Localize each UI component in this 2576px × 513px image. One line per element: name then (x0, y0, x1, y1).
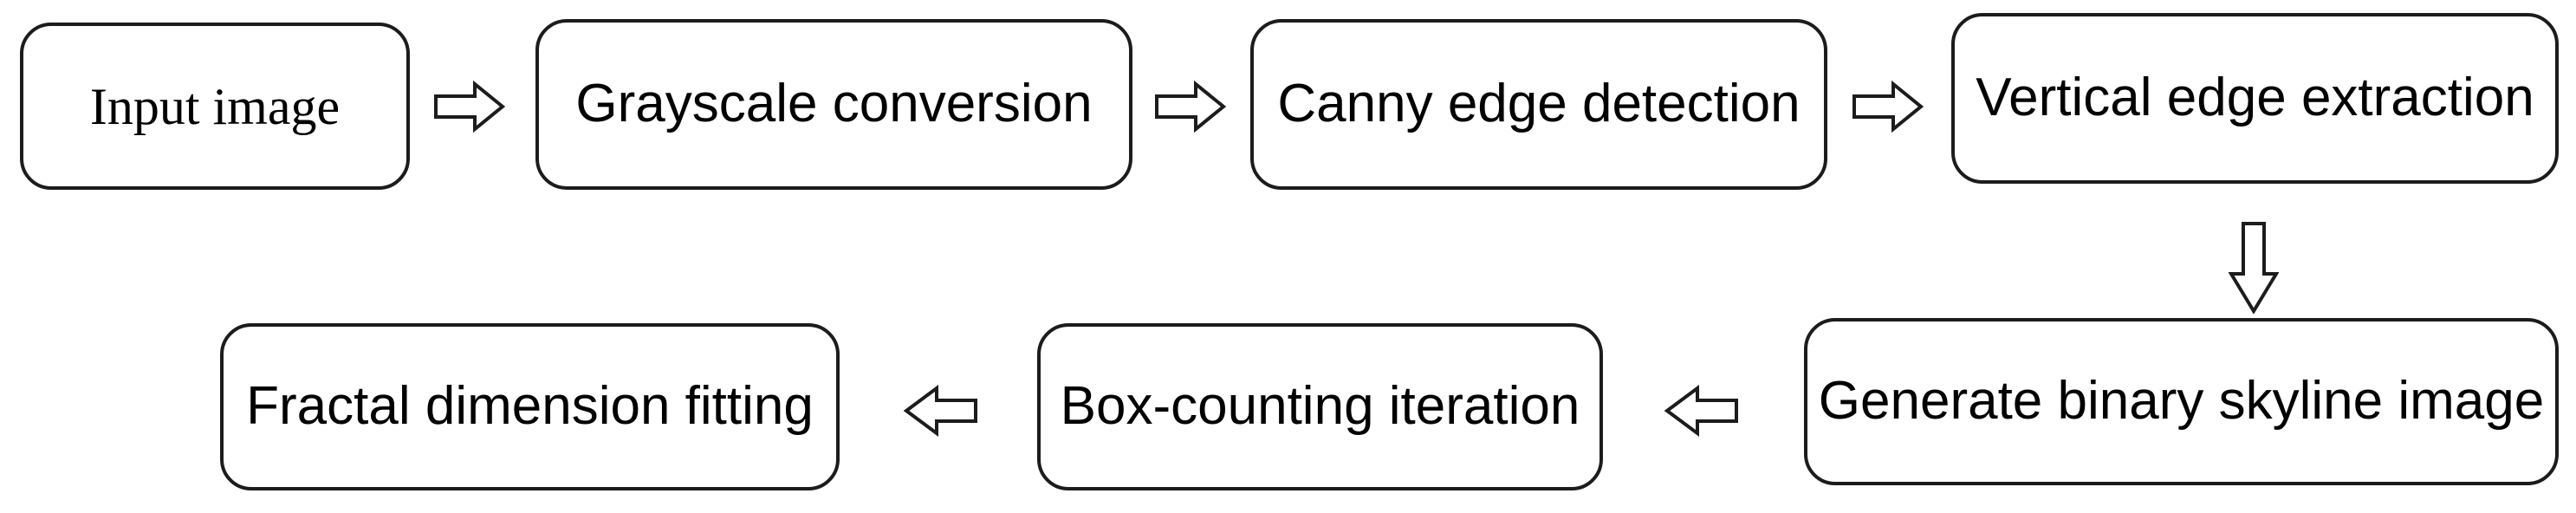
block-arrow-left-icon (903, 385, 977, 437)
node-canny-edge-detection: Canny edge detection (1250, 19, 1827, 190)
block-arrow-right-icon (1853, 81, 1924, 133)
node-input-image: Input image (20, 23, 410, 190)
node-input-image-label: Input image (89, 77, 341, 135)
block-arrow-right-icon (434, 81, 505, 133)
node-box-counting-iteration: Box-counting iteration (1037, 323, 1603, 490)
block-arrow-left-icon (1664, 385, 1738, 437)
node-vertical-edge-extraction-label: Vertical edge extraction (1976, 68, 2534, 128)
block-arrow-right-icon (1155, 81, 1226, 133)
node-generate-binary-skyline-image-label: Generate binary skyline image (1818, 371, 2545, 432)
node-fractal-dimension-fitting-label: Fractal dimension fitting (246, 376, 814, 437)
node-grayscale-conversion-label: Grayscale conversion (575, 74, 1093, 134)
node-generate-binary-skyline-image: Generate binary skyline image (1804, 318, 2559, 485)
node-fractal-dimension-fitting: Fractal dimension fitting (220, 323, 840, 490)
node-vertical-edge-extraction: Vertical edge extraction (1951, 13, 2559, 184)
block-arrow-down-icon (2229, 222, 2279, 314)
node-grayscale-conversion: Grayscale conversion (535, 19, 1132, 190)
node-box-counting-iteration-label: Box-counting iteration (1060, 376, 1580, 437)
node-canny-edge-detection-label: Canny edge detection (1277, 74, 1801, 134)
